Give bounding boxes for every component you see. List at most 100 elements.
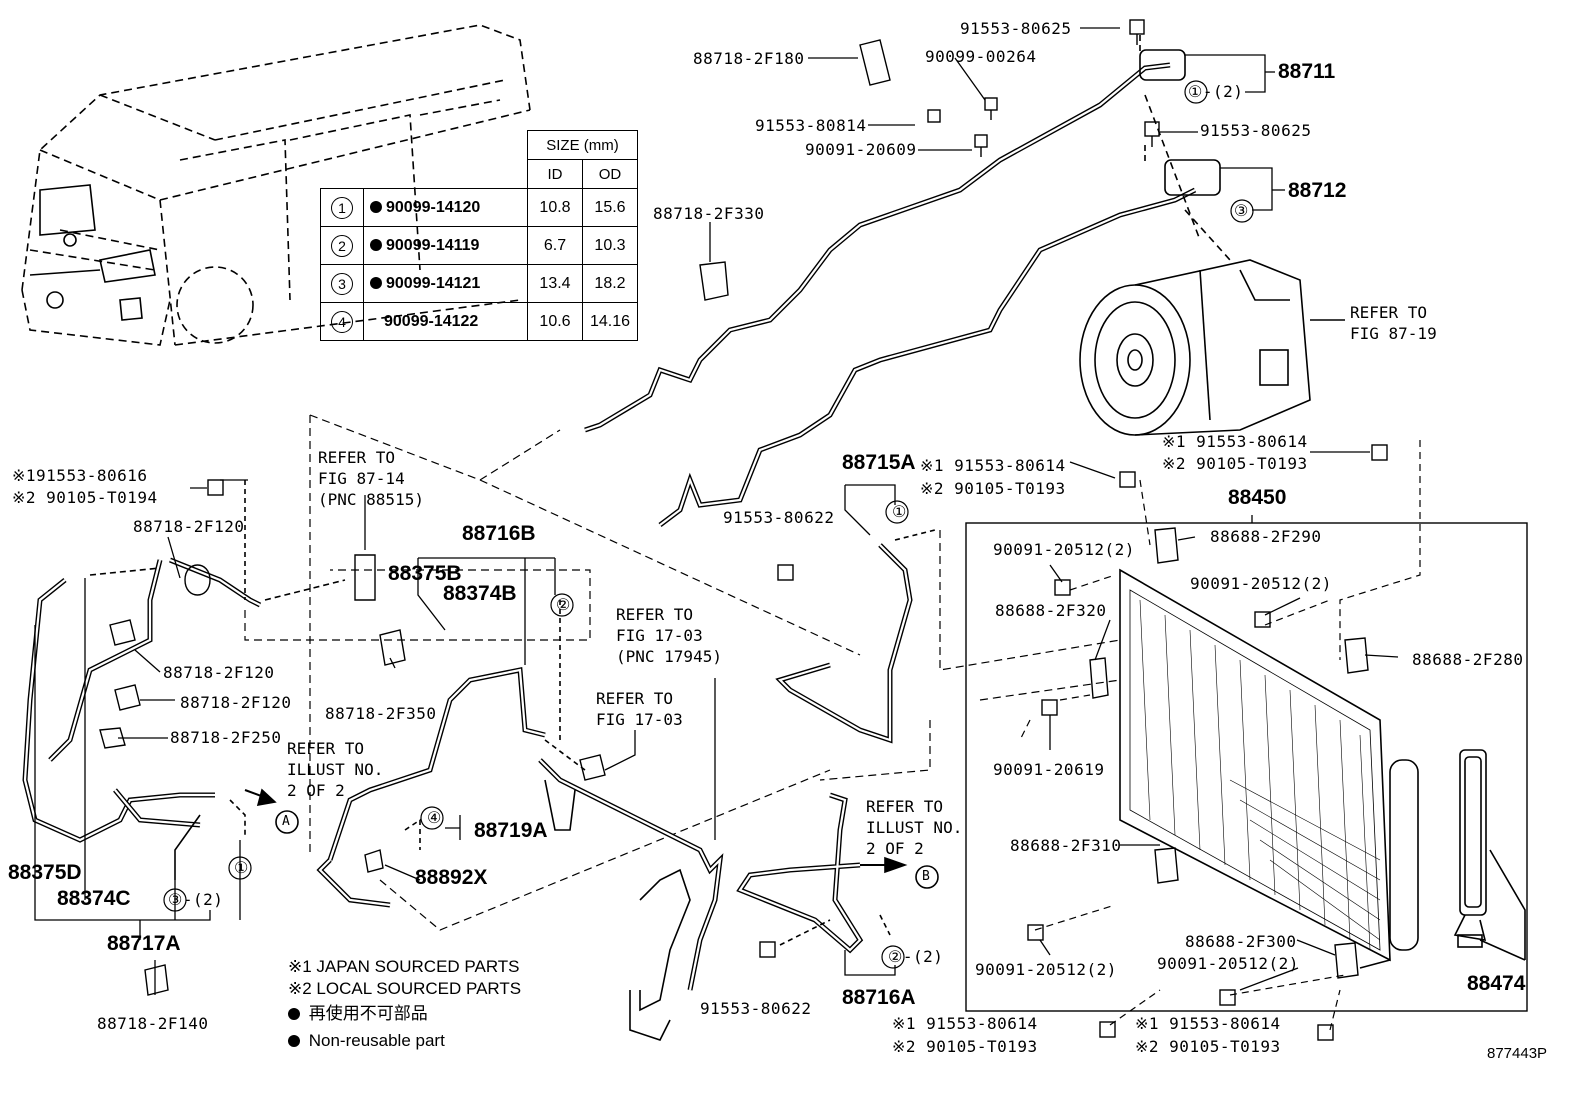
label-s1-91553-80614-c: ※1 91553-80614 — [892, 1014, 1038, 1033]
label-88718-2F140: 88718-2F140 — [97, 1014, 209, 1033]
gasket-size-table: SIZE (mm) ID OD 1 90099-14120 10.8 15.6 … — [320, 130, 638, 341]
van-front-detail — [29, 184, 156, 321]
label-88716A: 88716A — [842, 986, 916, 1009]
label-88474: 88474 — [1467, 972, 1526, 995]
row-number: 1 — [331, 196, 353, 219]
table-row: 1 90099-14120 10.8 15.6 — [320, 188, 638, 227]
pipe-88711 — [584, 49, 1186, 433]
label-91553-80622-a: 91553-80622 — [723, 508, 835, 527]
label-90105-T0194: ※2 90105-T0194 — [12, 488, 158, 507]
arrow-a-label: A — [282, 814, 291, 829]
label-88712: 88712 — [1288, 179, 1347, 202]
label-90099-00264: 90099-00264 — [925, 47, 1037, 66]
table-row: 4 90099-14122 10.6 14.16 — [320, 302, 638, 341]
id-header: ID — [527, 159, 583, 189]
label-88717A-ref: ① — [234, 858, 249, 877]
part-number: 90099-14121 — [386, 274, 481, 292]
label-s2-90105-T0193-b: ※2 90105-T0193 — [1162, 454, 1308, 473]
od-value: 18.2 — [582, 264, 638, 303]
part-number: 90099-14122 — [384, 312, 479, 330]
label-88719A-ref: ④ — [427, 808, 442, 827]
compressor — [1079, 259, 1311, 436]
refer-illust-a: REFER TO ILLUST NO. 2 OF 2 — [287, 739, 384, 800]
label-88374C: 88374C — [57, 887, 131, 910]
label-88719A: 88719A — [474, 819, 548, 842]
legend-non-reusable: Non-reusable part — [288, 1032, 445, 1049]
label-88718-2F350: 88718-2F350 — [325, 704, 437, 723]
label-88712-ref: ③ — [1234, 201, 1249, 220]
label-s1-91553-80614-b: ※1 91553-80614 — [1162, 432, 1308, 451]
label-88375D: 88375D — [8, 861, 82, 884]
label-91553-80625: 91553-80625 — [960, 19, 1072, 38]
size-header: SIZE (mm) — [527, 130, 638, 160]
table-row: 3 90099-14121 13.4 18.2 — [320, 264, 638, 303]
part-number: 90099-14120 — [386, 198, 481, 216]
pipe-middle — [316, 666, 724, 1041]
circled-refs — [163, 80, 1254, 969]
label-88716B-ref: ② — [556, 595, 571, 614]
label-90091-20512-c: 90091-20512(2) — [975, 960, 1117, 979]
table-row: 2 90099-14119 6.7 10.3 — [320, 226, 638, 265]
condenser-frame — [965, 522, 1528, 1012]
refer-fig-17-03: REFER TO FIG 17-03 — [596, 689, 683, 729]
part-number: 90099-14119 — [386, 236, 480, 254]
label-88892X: 88892X — [415, 866, 488, 889]
label-88718-2F120-a: 88718-2F120 — [133, 517, 245, 536]
label-s1-91553-80614-a: ※1 91553-80614 — [920, 456, 1066, 475]
label-90091-20512-b: 90091-20512(2) — [1190, 574, 1332, 593]
clamps — [99, 39, 1369, 996]
refer-fig-87-19: REFER TO FIG 87-19 — [1350, 303, 1437, 343]
row-number: 2 — [331, 234, 353, 257]
label-88715A-ref: ① — [892, 502, 907, 521]
label-88718-2F180: 88718-2F180 — [693, 49, 805, 68]
figure-id: 877443P — [1487, 1045, 1548, 1062]
label-s2-90105-T0193-d: ※2 90105-T0193 — [1135, 1037, 1281, 1056]
id-value: 6.7 — [527, 226, 583, 265]
label-88688-2F290: 88688-2F290 — [1210, 527, 1322, 546]
label-91553-80622-b: 91553-80622 — [700, 999, 812, 1018]
label-88375B: 88375B — [388, 562, 462, 585]
od-value: 15.6 — [582, 188, 638, 227]
label-88718-2F120-c: 88718-2F120 — [180, 693, 292, 712]
od-value: 14.16 — [582, 302, 638, 341]
label-88717A: 88717A — [107, 932, 181, 955]
legend-local-sourced: ※2 LOCAL SOURCED PARTS — [288, 979, 522, 998]
legend-non-reusable-text: Non-reusable part — [308, 1031, 445, 1050]
label-s2-90105-T0193-c: ※2 90105-T0193 — [892, 1037, 1038, 1056]
od-value: 10.3 — [582, 226, 638, 265]
label-88715A: 88715A — [842, 451, 916, 474]
label-88450: 88450 — [1228, 486, 1287, 509]
label-s2-90105-T0193-a: ※2 90105-T0193 — [920, 479, 1066, 498]
label-88716B: 88716B — [462, 522, 536, 545]
bolts — [207, 19, 1388, 1041]
refer-fig-17-03-pnc: REFER TO FIG 17-03 (PNC 17945) — [616, 605, 722, 666]
pipe-88715A — [775, 543, 913, 744]
pipe-88716A — [736, 792, 864, 954]
legend-non-reusable-jp: 再使用不可部品 — [288, 1005, 428, 1022]
label-90091-20609: 90091-20609 — [805, 140, 917, 159]
id-value: 13.4 — [527, 264, 583, 303]
non-reusable-dot-icon — [370, 238, 382, 251]
label-88688-2F280: 88688-2F280 — [1412, 650, 1524, 669]
label-88711-qty: ①-(2) — [1188, 82, 1244, 101]
label-88688-2F320: 88688-2F320 — [995, 601, 1107, 620]
pipe-88712 — [658, 159, 1221, 527]
row-number: 4 — [331, 310, 353, 333]
label-88717A-qty: ③-(2) — [168, 890, 224, 909]
non-reusable-dot-icon — [288, 1008, 300, 1020]
od-header: OD — [582, 159, 638, 189]
dashed-outlines — [244, 414, 1121, 931]
label-88711: 88711 — [1278, 60, 1336, 83]
row-number: 3 — [331, 272, 353, 295]
label-88688-2F310: 88688-2F310 — [1010, 836, 1122, 855]
arrow-b-label: B — [922, 869, 931, 884]
condenser — [1119, 568, 1419, 969]
refer-fig-87-14: REFER TO FIG 87-14 (PNC 88515) — [318, 448, 424, 509]
label-88716A-qty: ②-(2) — [888, 947, 944, 966]
legend-non-reusable-jp-text: 再使用不可部品 — [308, 1004, 428, 1023]
label-90091-20512-a: 90091-20512(2) — [993, 540, 1135, 559]
label-88718-2F330: 88718-2F330 — [653, 204, 765, 223]
receiver-88474 — [1453, 749, 1487, 948]
